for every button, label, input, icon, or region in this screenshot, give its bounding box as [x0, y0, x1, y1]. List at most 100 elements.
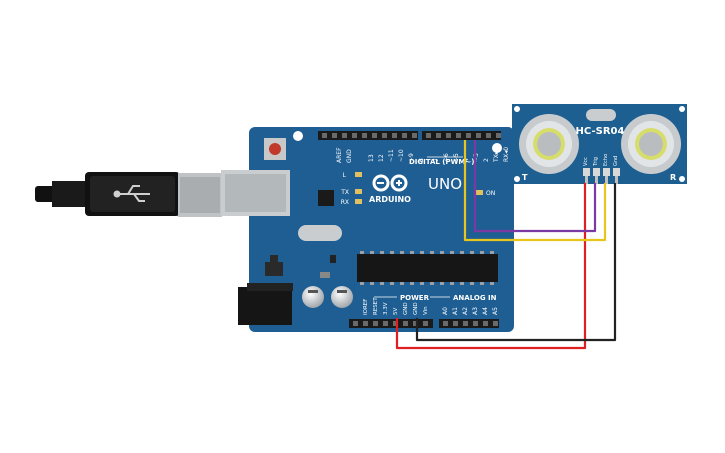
header-pin: [443, 321, 448, 326]
header-pin: [453, 321, 458, 326]
led-tx: [355, 189, 362, 194]
header-pin: [372, 133, 377, 138]
header-pin: [412, 133, 417, 138]
usb-controller-chip: [318, 190, 334, 206]
header-pin: [463, 321, 468, 326]
header-pin: [362, 133, 367, 138]
header-left: [318, 131, 418, 140]
analog-label: ANALOG IN: [453, 294, 497, 302]
header-pin: [383, 321, 388, 326]
usb-cable: [35, 172, 222, 217]
crystal: [298, 225, 342, 241]
mounting-hole: [293, 131, 303, 141]
power-pin-label: GND: [413, 302, 419, 315]
header-pin: [423, 321, 428, 326]
analog-pin-label: A5: [492, 307, 499, 315]
digital-pin-label: ~11: [388, 149, 395, 162]
analog-pin-label: A4: [482, 307, 489, 315]
digital-pin-label: 2: [483, 158, 490, 162]
header-analog: [439, 319, 499, 328]
mounting-hole: [492, 143, 502, 153]
transmitter: [519, 114, 579, 174]
led-l: [355, 172, 362, 177]
capacitor: [302, 286, 324, 308]
power-label: POWER: [400, 294, 430, 302]
header-pin: [493, 321, 498, 326]
header-right: [422, 131, 501, 140]
wire-gnd-black: [415, 183, 617, 342]
wire-trig-yellow: [463, 140, 607, 242]
header-pin: [402, 133, 407, 138]
header-pin: [476, 133, 481, 138]
dc-power-jack: [238, 287, 292, 325]
header-pin: [496, 133, 501, 138]
brand-label: ARDUINO: [369, 195, 411, 204]
led-on-label: ON: [486, 190, 495, 197]
sensor-pin-label: Trig: [593, 157, 599, 167]
header-pin: [373, 321, 378, 326]
header-pin: [352, 133, 357, 138]
digital-pin-label: ~9: [408, 153, 415, 162]
header-pin: [426, 133, 431, 138]
power-pin-label: Vin: [423, 306, 429, 315]
led-rx-label: RX: [341, 199, 349, 206]
digital-pin-label: ~6: [443, 153, 450, 162]
digital-pin-label: 8: [418, 158, 425, 162]
digital-pin-label: ~10: [398, 149, 405, 162]
digital-pin-label: RX◂0: [503, 147, 510, 162]
pin-label-gnd: GND: [346, 149, 353, 163]
wire-5v-red: [395, 183, 587, 350]
header-pin: [456, 133, 461, 138]
analog-pin-label: A2: [462, 307, 469, 315]
sensor-pin: [603, 168, 610, 176]
sensor-crystal: [586, 109, 616, 121]
digital-label: DIGITAL (PWM~): [409, 158, 474, 166]
analog-pin-label: A3: [472, 307, 479, 315]
capacitor: [331, 286, 353, 308]
header-pin: [473, 321, 478, 326]
led-on: [476, 190, 483, 195]
header-pin: [413, 321, 418, 326]
header-pin: [393, 321, 398, 326]
digital-pin-label: 12: [378, 154, 385, 162]
header-pin: [332, 133, 337, 138]
sensor-model-label: HC-SR04: [576, 126, 625, 137]
header-pin: [353, 321, 358, 326]
digital-pin-label: 4: [463, 158, 470, 162]
led-tx-label: TX: [340, 189, 349, 196]
power-pin-label: GND: [403, 302, 409, 315]
power-pin-label: 3.3V: [383, 302, 389, 315]
header-pin: [466, 133, 471, 138]
header-power: [349, 319, 433, 328]
header-pin: [342, 133, 347, 138]
wires: [395, 140, 617, 350]
sensor-right-mark: R: [670, 173, 676, 182]
header-pin: [322, 133, 327, 138]
power-pin-label: IOREF: [363, 299, 369, 315]
usb-icon: [113, 185, 150, 202]
sensor-pin: [613, 168, 620, 176]
sensor-pin: [583, 168, 590, 176]
sensor-pin-label: Gnd: [613, 156, 619, 166]
led-rx: [355, 199, 362, 204]
atmega-chip: [357, 254, 498, 282]
digital-pin-label: 13: [368, 154, 375, 162]
header-pin: [363, 321, 368, 326]
digital-pin-label: TX▸1: [493, 147, 500, 163]
receiver: [621, 114, 681, 174]
header-pin: [392, 133, 397, 138]
power-pin-label: RESET: [373, 297, 379, 315]
power-pin-label: 5V: [393, 308, 399, 315]
sensor-pin-label: Vcc: [583, 157, 589, 166]
digital-pin-label: 7: [433, 158, 440, 162]
arduino-logo-icon: [372, 174, 408, 192]
digital-pin-label: ~5: [453, 153, 460, 162]
model-label: UNO: [428, 175, 462, 193]
header-pin: [382, 133, 387, 138]
header-pin: [483, 321, 488, 326]
header-pin: [446, 133, 451, 138]
header-pin: [486, 133, 491, 138]
